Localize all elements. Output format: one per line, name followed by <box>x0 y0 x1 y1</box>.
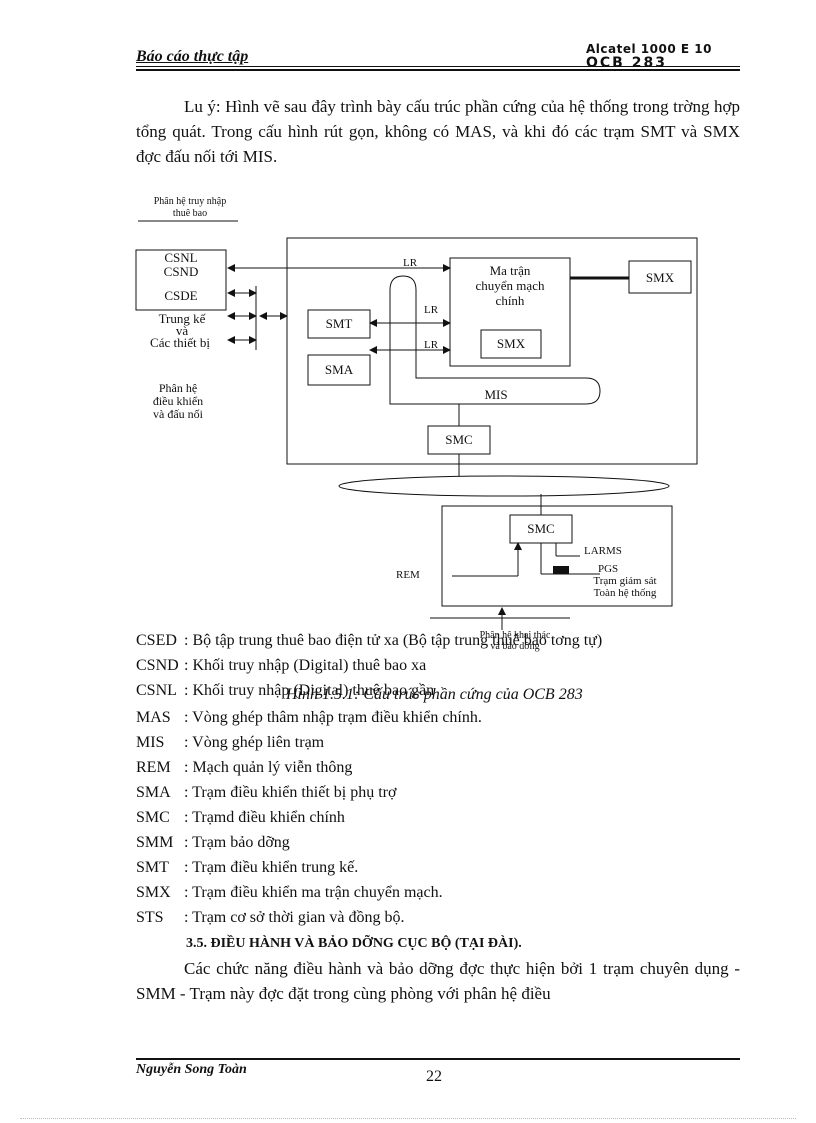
csnl-label: CSNL <box>164 250 197 265</box>
header-rule <box>136 66 740 67</box>
pgs-label: PGS <box>598 563 618 575</box>
ops-label-1: Phân hệ khai thác <box>480 630 551 641</box>
matrix-box <box>449 257 571 367</box>
csde-label: CSDE <box>164 288 197 303</box>
lr-label-1: LR <box>403 257 418 269</box>
definition-row-csnd: CSND: Khối truy nhập (Digital) thuê bao … <box>136 657 427 674</box>
footer-rule <box>136 1058 740 1060</box>
hardware-diagram: Phân hệ truy nhập thuê bao CSNL CSND CSD… <box>135 196 698 652</box>
operation-box <box>441 505 673 607</box>
smx-external-label: SMX <box>646 270 675 285</box>
definition-row-mas: MAS: Vòng ghép thâm nhập trạm điều khiển… <box>136 709 482 726</box>
definition-row-smt: SMT: Trạm điều khiển trung kế. <box>136 859 359 876</box>
matrix-label-2: chuyển mạch <box>476 278 545 293</box>
matrix-label-1: Ma trận <box>490 263 531 278</box>
control-label-2: điều khiển <box>153 394 203 408</box>
pgs-marker <box>553 566 569 574</box>
definition-row-mis: MIS: Vòng ghép liên trạm <box>136 734 325 751</box>
access-box <box>135 249 227 311</box>
access-title-1: Phân hệ truy nhập <box>154 196 227 207</box>
definition-row-smx: SMX: Trạm điều khiển ma trận chuyển mạch… <box>136 884 443 901</box>
access-title-2: thuê bao <box>173 208 207 219</box>
section-paragraph: Các chức năng điều hành và bảo dỡng đợc … <box>136 959 740 1003</box>
smx-internal-label: SMX <box>497 336 526 351</box>
definition-row-sma: SMA: Trạm điều khiển thiết bị phụ trợ <box>136 784 397 801</box>
sma-box <box>307 354 371 386</box>
smc-main-label: SMC <box>445 432 472 447</box>
header-logo-line1: Alcatel 1000 E 10 <box>586 42 712 56</box>
header-rule-thick <box>136 69 740 71</box>
trunk-label-2: và <box>176 323 189 338</box>
csnd-label: CSND <box>164 264 199 279</box>
running-header-title: Báo cáo thực tập <box>136 48 249 65</box>
larms-label: LARMS <box>584 545 622 557</box>
sma-label: SMA <box>325 362 354 377</box>
supervise-label-2: Toàn hệ thống <box>594 587 657 599</box>
mis-ring <box>389 275 601 405</box>
control-label-3: và đấu nối <box>153 407 204 421</box>
figure-caption: Hình 1.5.1: Cấu trúc phần cứng của OCB 2… <box>286 686 583 703</box>
control-label-1: Phân hệ <box>159 381 197 395</box>
page-number: 22 <box>426 1068 442 1085</box>
supervise-label-1: Trạm giám sát <box>593 575 656 587</box>
definition-row-csed: CSED: Bộ tập trung thuê bao điện tử xa (… <box>136 632 603 649</box>
section-heading: 3.5. ĐIỀU HÀNH VÀ BẢO DỠNG CỤC BỘ (TẠI Đ… <box>186 936 522 951</box>
definition-row-sts: STS: Trạm cơ sở thời gian và đồng bộ. <box>136 909 405 926</box>
footer-author: Nguyễn Song Toàn <box>136 1062 247 1077</box>
definition-row-csnl: CSNL: Khối truy nhập (Digital) thuê bao … <box>136 682 435 699</box>
page-bottom-dotted-rule <box>20 1118 796 1119</box>
smt-label: SMT <box>326 316 353 331</box>
lr-label-3: LR <box>424 339 439 351</box>
trunk-label-3: Các thiết bị <box>150 335 210 350</box>
definition-row-rem: REM: Mạch quản lý viễn thông <box>136 759 353 776</box>
smx-box-internal <box>480 329 542 359</box>
rem-label: REM <box>396 569 420 581</box>
lr-label-2: LR <box>424 304 439 316</box>
mas-ring-ellipse <box>338 475 670 497</box>
mis-label: MIS <box>484 387 507 402</box>
definition-row-smc: SMC: Trạmd điều khiển chính <box>136 809 345 826</box>
matrix-label-3: chính <box>496 293 525 308</box>
definition-row-smm: SMM: Trạm bảo dỡng <box>136 834 290 851</box>
control-subsystem-box <box>286 237 698 465</box>
smc-lower-label: SMC <box>527 521 554 536</box>
trunk-label-1: Trung kế <box>159 311 207 326</box>
intro-paragraph: Lu ý: Hình vẽ sau đây trình bày cấu trúc… <box>136 97 740 166</box>
ops-label-2: và bảo dỡng <box>490 641 539 652</box>
header-logo-line2: OCB 283 <box>586 55 667 71</box>
